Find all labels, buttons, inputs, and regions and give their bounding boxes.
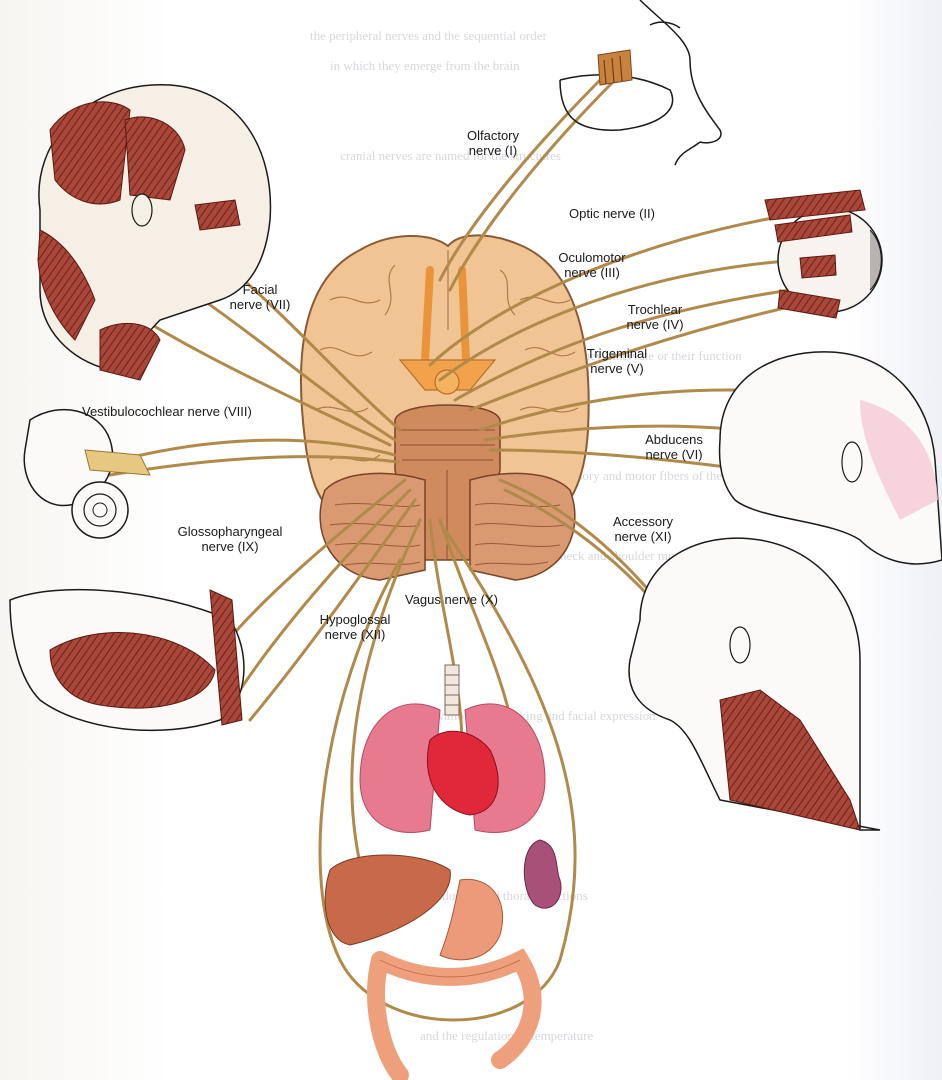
label-trochlear-line1: Trochlear [627,302,683,317]
label-oculomotor-nerve: Oculomotor nerve (III) [532,250,652,280]
svg-text:the peripheral nerves and the: the peripheral nerves and the sequential… [310,28,547,43]
label-optic-nerve: Optic nerve (II) [569,206,655,221]
visceral-organs [324,664,562,1080]
label-olfactory-line2: nerve (I) [468,143,518,158]
svg-text:swallowing, speaking and facia: swallowing, speaking and facial expressi… [430,708,656,723]
label-oculomotor-line2: nerve (III) [564,265,620,280]
label-abducens-line2: nerve (VI) [645,447,703,462]
label-trigeminal-nerve: Trigeminal nerve (V) [562,346,672,376]
label-hypoglossal-nerve: Hypoglossal nerve (XII) [300,612,410,642]
label-olfactory-line1: Olfactory [466,128,519,143]
inner-ear [23,408,151,539]
label-glossopharyngeal-line1: Glossopharyngeal [177,524,283,539]
eye-with-muscles [764,189,883,319]
label-hypoglossal-line1: Hypoglossal [319,612,391,627]
label-abducens-nerve: Abducens nerve (VI) [624,432,724,462]
face-profile-right [718,351,942,565]
neck-profile [628,537,881,831]
label-trochlear-line2: nerve (IV) [626,317,684,332]
label-vagus-nerve: Vagus nerve (X) [405,592,498,607]
svg-text:and the regulation of temperat: and the regulation of temperature [420,1028,593,1043]
label-facial-line1: Facial [242,282,278,297]
svg-text:cranial nerves are named for t: cranial nerves are named for the structu… [340,148,561,163]
olfactory-bulb [597,49,633,86]
svg-text:abdomen and thorax functions: abdomen and thorax functions [430,888,588,903]
label-trigeminal-line2: nerve (V) [590,361,644,376]
mouth-tongue [9,588,245,732]
label-abducens-line1: Abducens [645,432,703,447]
label-accessory-nerve: Accessory nerve (XI) [588,514,698,544]
label-oculomotor-line1: Oculomotor [558,250,626,265]
svg-text:sensory and motor fibers of th: sensory and motor fibers of the [560,468,722,483]
svg-text:in which they emerge from the: in which they emerge from the brain [330,58,520,73]
label-vestibulocochlear-nerve: Vestibulocochlear nerve (VIII) [82,404,252,419]
label-accessory-line2: nerve (XI) [614,529,672,544]
label-trochlear-nerve: Trochlear nerve (IV) [605,302,705,332]
svg-text:they innervate or their functi: they innervate or their function [580,348,742,363]
label-facial-line2: nerve (VII) [229,297,291,312]
label-olfactory-nerve: Olfactory nerve (I) [438,128,548,158]
svg-text:neck and shoulder muscles: neck and shoulder muscles [560,548,700,563]
label-glossopharyngeal-nerve: Glossopharyngeal nerve (IX) [165,524,295,554]
head-facial-muscles [37,84,272,381]
label-accessory-line1: Accessory [613,514,673,529]
label-hypoglossal-line2: nerve (XII) [324,627,386,642]
label-glossopharyngeal-line2: nerve (IX) [201,539,259,554]
label-facial-nerve: Facial nerve (VII) [210,282,310,312]
nose-profile [559,0,722,166]
label-trigeminal-line1: Trigeminal [586,346,648,361]
